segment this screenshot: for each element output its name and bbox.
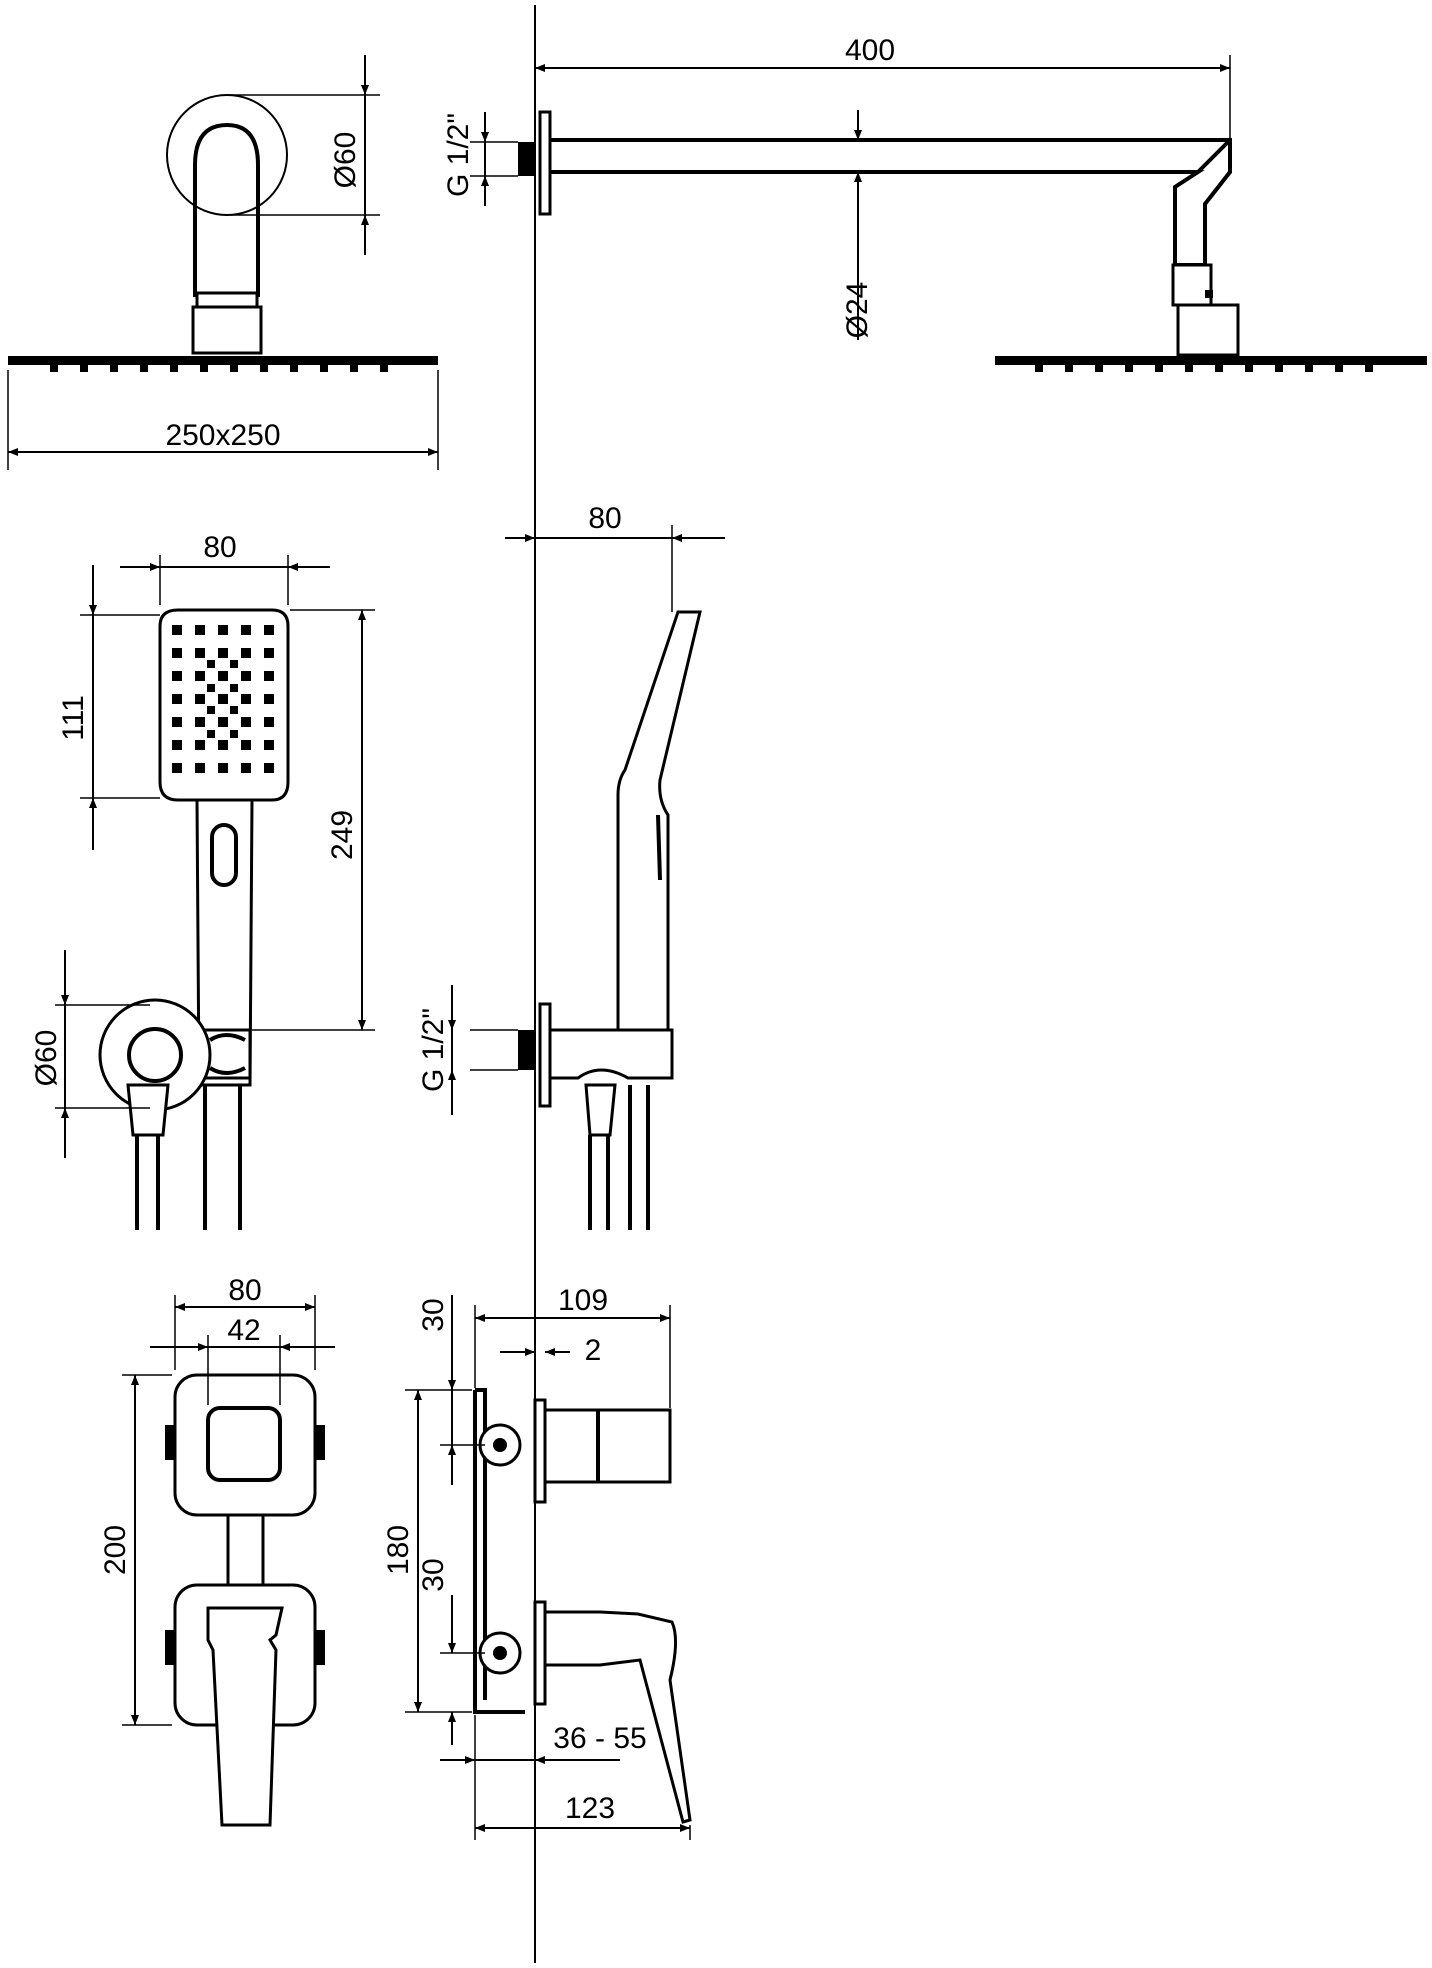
mixer-side-view: 109 30 2 180 30 36 - 55 123 [382,1284,692,1840]
head-length-label: 111 [57,695,90,741]
rain-shower-front-view: Ø60 250x250 [7,55,439,470]
dim-30-bottom-label: 30 [417,1558,450,1591]
mixer-front-view: 80 42 200 [99,1274,335,1827]
arm-diameter-label: Ø24 [841,282,874,339]
hand-width-label: 80 [203,531,236,564]
depth-total-label: 109 [558,1284,608,1317]
total-length-label: 249 [326,810,359,860]
dim-180-label: 180 [382,1525,415,1575]
plate-width-label: 80 [228,1274,261,1307]
wall-offset-label: 2 [585,1334,602,1367]
spray-nozzles [172,625,274,773]
cap-width-label: 42 [227,1314,260,1347]
side-depth-label: 80 [588,502,621,535]
hand-thread-label: G 1/2" [417,1008,450,1092]
mixer-height-label: 200 [99,1525,132,1575]
head-size-label: 250x250 [165,419,280,452]
hand-shower-side-view: 80 G 1/2" [417,502,725,1230]
flange-diameter-label: Ø60 [329,132,362,189]
rain-thread-label: G 1/2" [442,113,475,197]
rain-shower-side-view: 400 G 1/2" Ø24 [442,34,1427,372]
lever-reach-label: 123 [565,1792,615,1825]
rain-nozzles [50,363,388,372]
holder-diameter-label: Ø60 [30,1030,63,1087]
install-range-label: 36 - 55 [553,1722,646,1755]
arm-length-label: 400 [845,34,895,67]
hand-shower-front-view: 80 111 249 Ø60 [30,531,375,1230]
dim-30-top-label: 30 [417,1298,450,1331]
rain-nozzles-side [1035,363,1373,372]
